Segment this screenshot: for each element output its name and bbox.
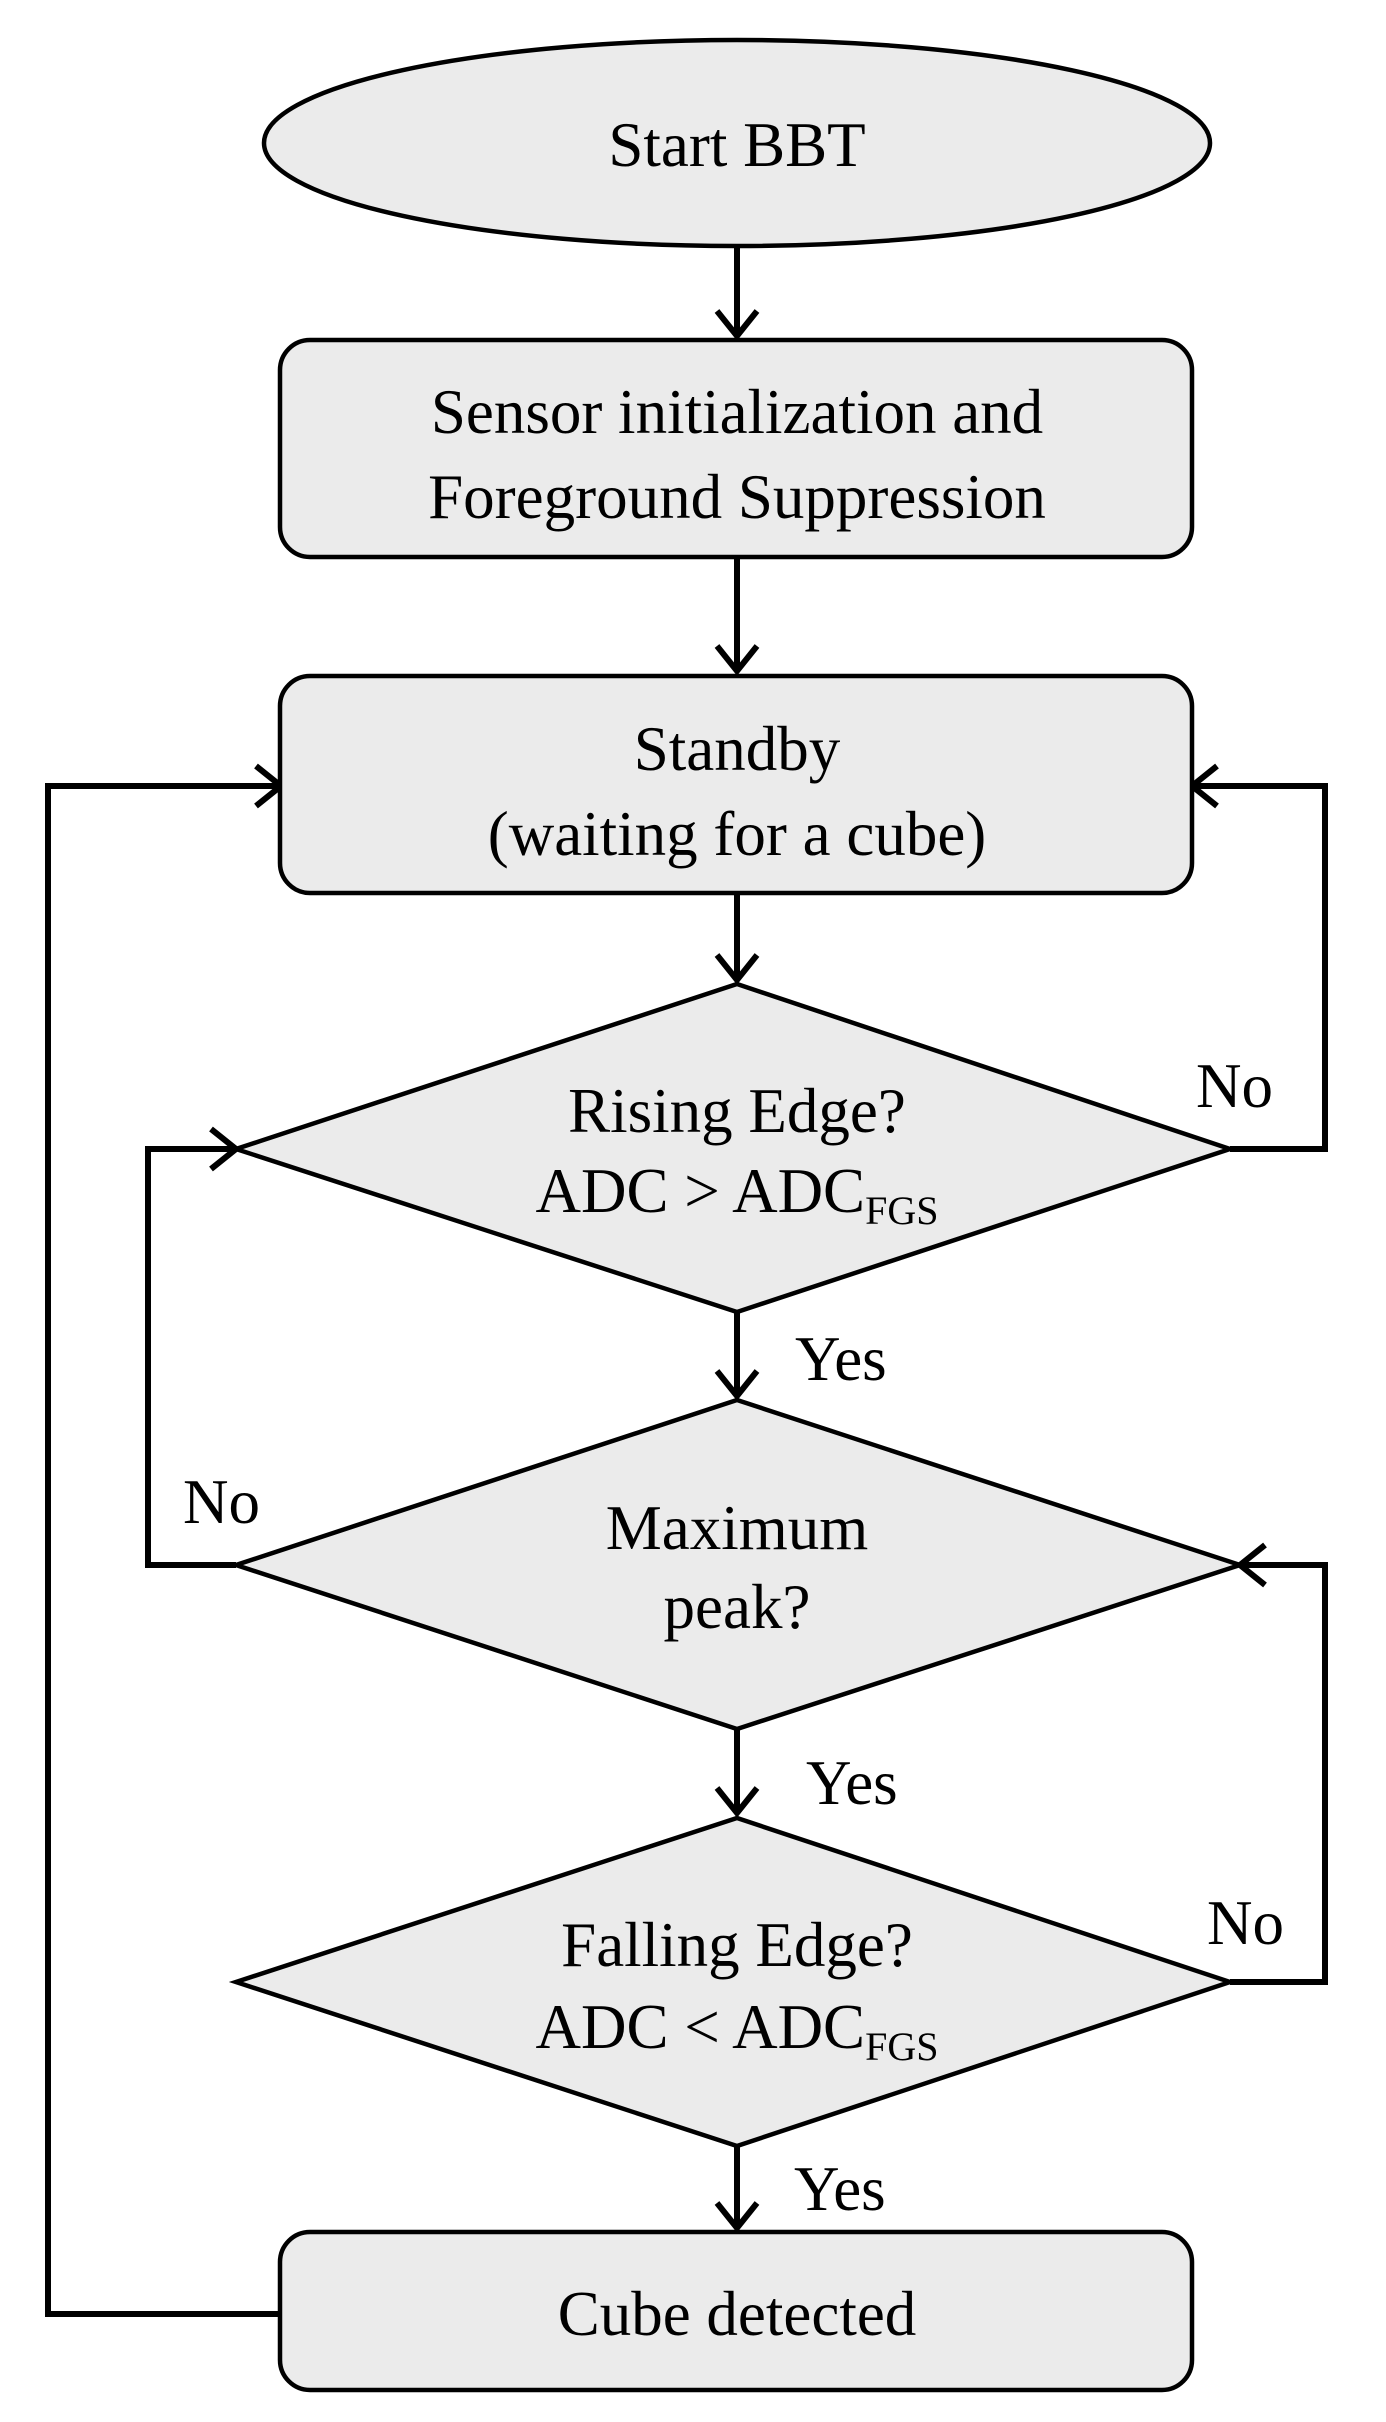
arrowhead-falling bbox=[714, 1786, 760, 1818]
connector-detected-loop bbox=[45, 783, 282, 2317]
node-maxpeak-line2: peak? bbox=[664, 1572, 811, 1642]
node-falling-line2-sub: FGS bbox=[865, 2024, 938, 2069]
arrowhead-init bbox=[714, 309, 760, 341]
edge-label-rising-no: No bbox=[1196, 1051, 1273, 1121]
node-rising-edge: Rising Edge? ADC > ADCFGS bbox=[228, 981, 1238, 1315]
connector-rising-no-loop bbox=[1192, 783, 1328, 1152]
arrowhead-rising bbox=[714, 953, 760, 985]
node-init: Sensor initialization and Foreground Sup… bbox=[277, 337, 1195, 560]
node-rising-line1: Rising Edge? bbox=[568, 1076, 906, 1146]
node-init-line2: Foreground Suppression bbox=[428, 462, 1046, 532]
node-standby-line1: Standby bbox=[634, 714, 841, 784]
node-start: Start BBT bbox=[261, 37, 1213, 249]
edge-label-falling-yes: Yes bbox=[794, 2154, 886, 2224]
arrowhead-detected bbox=[714, 2201, 760, 2233]
edge-label-maxpeak-yes: Yes bbox=[806, 1748, 898, 1818]
node-falling-line2-main: ADC < ADC bbox=[536, 1992, 866, 2062]
node-falling-line1: Falling Edge? bbox=[561, 1910, 913, 1980]
edge-label-rising-yes: Yes bbox=[795, 1324, 887, 1394]
node-start-label: Start BBT bbox=[608, 110, 865, 180]
node-rising-line2-main: ADC > ADC bbox=[536, 1156, 866, 1226]
node-detected-label: Cube detected bbox=[558, 2279, 917, 2349]
node-init-line1: Sensor initialization and bbox=[431, 377, 1043, 447]
node-standby-line2: (waiting for a cube) bbox=[488, 799, 987, 869]
node-max-peak: Maximum peak? bbox=[228, 1397, 1248, 1732]
node-falling-edge: Falling Edge? ADC < ADCFGS bbox=[228, 1815, 1238, 2149]
edge-label-falling-no: No bbox=[1207, 1888, 1284, 1958]
node-falling-line2: ADC < ADCFGS bbox=[536, 1992, 939, 2069]
connector-falling-no-loop bbox=[1230, 1562, 1328, 1985]
edge-label-maxpeak-no: No bbox=[183, 1467, 260, 1537]
node-rising-line2-sub: FGS bbox=[865, 1188, 938, 1233]
node-standby: Standby (waiting for a cube) bbox=[277, 673, 1195, 896]
node-cube-detected: Cube detected bbox=[277, 2229, 1195, 2393]
connector-maxpeak-no-loop bbox=[145, 1146, 236, 1568]
arrowhead-standby bbox=[714, 644, 760, 676]
node-maxpeak-line1: Maximum bbox=[606, 1493, 869, 1563]
arrowhead-maxpeak bbox=[714, 1369, 760, 1401]
node-rising-line2: ADC > ADCFGS bbox=[536, 1156, 939, 1233]
